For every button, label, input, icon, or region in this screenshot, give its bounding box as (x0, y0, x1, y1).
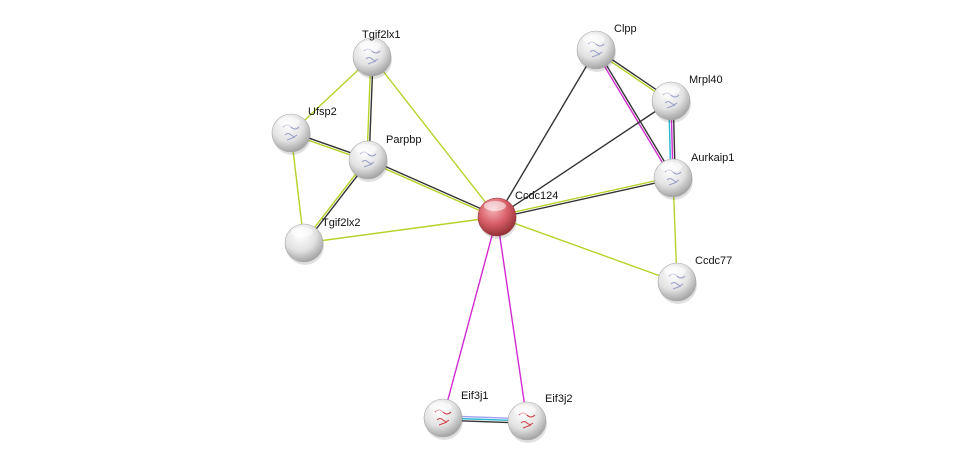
node-ufsp2[interactable]: Ufsp2 (271, 106, 337, 155)
node-highlight (291, 227, 313, 237)
edge-Mrpl40-Ccdc124-coexpression[interactable] (496, 100, 672, 218)
node-mrpl40[interactable]: Mrpl40 (651, 74, 723, 123)
node-highlight (359, 41, 381, 51)
edges-layer (290, 48, 678, 424)
edge-Aurkaip1-Ccdc124-coexpression[interactable] (497, 178, 674, 219)
node-parpbp[interactable]: Parpbp (348, 134, 421, 182)
edge-Tgif2lx1-Ccdc124-textmining[interactable] (371, 56, 498, 218)
node-label: Ufsp2 (308, 106, 337, 118)
node-label: Tgif2lx2 (322, 217, 361, 229)
node-label: Parpbp (386, 134, 421, 146)
node-eif3j2[interactable]: Eif3j2 (507, 393, 573, 443)
node-highlight (664, 266, 686, 276)
edge-Aurkaip1-Ccdc124-textmining[interactable] (496, 176, 673, 217)
node-highlight (658, 85, 680, 95)
edge-Parpbp-Ccdc124-textmining[interactable] (367, 160, 497, 219)
node-tgif2lx2[interactable]: Tgif2lx2 (284, 217, 361, 265)
node-aurkaip1[interactable]: Aurkaip1 (653, 152, 734, 200)
edge-Ccdc77-Ccdc124-textmining[interactable] (496, 216, 678, 283)
node-ccdc124[interactable]: Ccdc124 (477, 190, 558, 239)
edge-Ccdc124-Eif3j2-experiments[interactable] (496, 216, 528, 422)
edge-Tgif2lx2-Ccdc124-textmining[interactable] (303, 216, 498, 244)
node-highlight (484, 201, 506, 211)
node-highlight (583, 34, 605, 44)
node-label: Eif3j2 (545, 393, 573, 405)
node-highlight (514, 405, 536, 415)
edge-Clpp-Aurkaip1-coexpression[interactable] (596, 49, 675, 178)
node-label: Ccdc124 (515, 190, 558, 202)
node-ccdc77[interactable]: Ccdc77 (657, 255, 732, 304)
edge-Parpbp-Ccdc124-coexpression[interactable] (368, 158, 498, 217)
node-highlight (355, 144, 377, 154)
edge-Ccdc124-Eif3j1-experiments[interactable] (442, 216, 498, 419)
node-label: Mrpl40 (689, 74, 723, 86)
node-highlight (278, 117, 300, 127)
edge-Clpp-Aurkaip1-experiments[interactable] (594, 50, 673, 179)
node-label: Ccdc77 (695, 255, 732, 267)
node-highlight (660, 162, 682, 172)
node-eif3j1[interactable]: Eif3j1 (423, 390, 489, 440)
node-tgif2lx1[interactable]: Tgif2lx1 (352, 29, 401, 79)
node-label: Aurkaip1 (691, 152, 734, 164)
edge-Clpp-Ccdc124-coexpression[interactable] (496, 49, 597, 218)
node-highlight (430, 402, 452, 412)
node-label: Eif3j1 (461, 390, 489, 402)
node-label: Tgif2lx1 (362, 29, 401, 41)
node-clpp[interactable]: Clpp (576, 23, 637, 72)
node-label: Clpp (614, 23, 637, 35)
